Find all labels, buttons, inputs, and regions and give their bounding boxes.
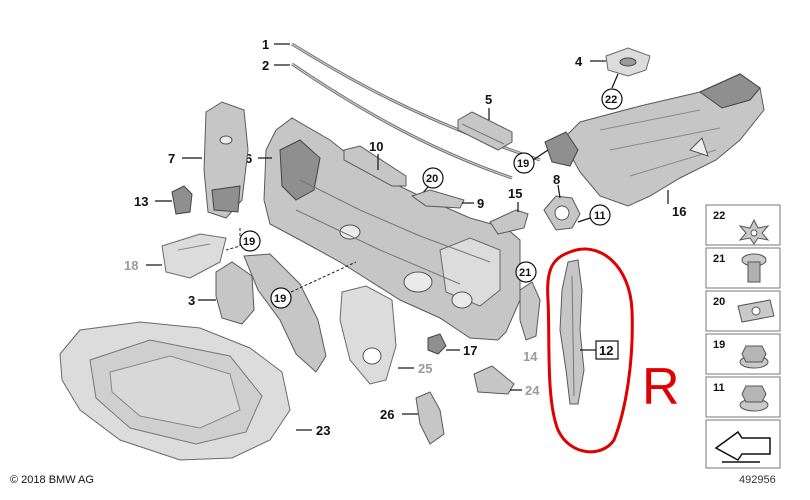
- legend-box-21: [705, 247, 781, 289]
- callout-17: 17: [463, 343, 477, 358]
- callout-2: 2: [262, 58, 269, 73]
- callout-25: 25: [418, 361, 432, 376]
- clip-nut-icon: [737, 299, 775, 323]
- callout-4: 4: [575, 54, 583, 69]
- ref-circle-19-mid: [270, 287, 292, 309]
- callout-5: 5: [485, 92, 492, 107]
- spring-nut-icon: [738, 218, 770, 245]
- part-17-block: [427, 333, 447, 355]
- part-9-bracket: [410, 189, 465, 209]
- leader-r19-top: [532, 149, 549, 161]
- ref-21: 21: [519, 267, 531, 279]
- ref-circle-19-top: [513, 152, 535, 174]
- callout-14: 14: [523, 349, 538, 364]
- part-23-underbody-shield: [59, 321, 291, 461]
- part-14-bracket: [519, 281, 541, 341]
- part-2-seal-strip: [291, 62, 513, 180]
- legend-box-22: [705, 204, 781, 246]
- ref-circle-22: [601, 88, 623, 110]
- callout-24: 24: [525, 383, 540, 398]
- callout-8: 8: [553, 172, 560, 187]
- part-25-panel: [339, 285, 397, 385]
- copyright-text: © 2018 BMW AG: [10, 474, 94, 486]
- callout-26: 26: [380, 407, 394, 422]
- red-highlight-circle: [546, 247, 634, 454]
- ref-circle-21: [515, 261, 537, 283]
- part-15-cover: [489, 209, 529, 235]
- ref-19-top: 19: [517, 158, 529, 170]
- direction-arrow-icon: [714, 430, 771, 463]
- callout-16: 16: [672, 204, 686, 219]
- ref-11: 11: [594, 210, 606, 222]
- callout-15: 15: [508, 186, 522, 201]
- leader-r19-left: [225, 228, 241, 251]
- part-12-trim: [559, 259, 585, 405]
- part-6-bulkhead: [263, 117, 521, 341]
- part-4-mount: [605, 47, 651, 77]
- part-24-plate: [473, 365, 515, 395]
- part-8-ring-bracket: [543, 195, 581, 231]
- leader-8: [557, 184, 561, 199]
- callout-1: 1: [262, 37, 269, 52]
- part-3-bracket: [215, 253, 327, 373]
- part-16-insulation: [544, 73, 765, 207]
- part-10-strip: [343, 145, 407, 187]
- ref-19-left: 19: [243, 236, 255, 248]
- ref-circle-11: [589, 204, 611, 226]
- callout-18: 18: [124, 258, 138, 273]
- hex-nut-washer-icon: [739, 345, 769, 369]
- callout-6: 6: [245, 151, 252, 166]
- callout-9: 9: [477, 196, 484, 211]
- callout-23: 23: [316, 423, 330, 438]
- collar-nut-icon: [739, 385, 769, 412]
- part-26-bracket: [415, 391, 445, 445]
- leader-r11: [577, 217, 591, 223]
- expanding-rivet-icon: [741, 253, 767, 283]
- leader-r22: [611, 73, 619, 89]
- callout-3: 3: [188, 293, 195, 308]
- legend-num-21: 21: [713, 253, 725, 265]
- ref-20: 20: [426, 173, 438, 185]
- legend-num-22: 22: [713, 210, 725, 222]
- legend-num-11: 11: [713, 382, 725, 394]
- legend-num-20: 20: [713, 296, 725, 308]
- callout-12-box: [595, 340, 619, 360]
- part-18-bracket: [161, 233, 227, 279]
- part-7-side-panel: [203, 101, 249, 219]
- ref-22: 22: [605, 94, 617, 106]
- part-13-clip: [171, 185, 193, 215]
- part-5-block: [457, 111, 513, 151]
- callout-7: 7: [168, 151, 175, 166]
- callout-12: 12: [599, 343, 613, 358]
- diagram-reference-number: 492956: [739, 474, 776, 486]
- legend-panel: 22 21 20 19 11: [705, 204, 781, 469]
- legend-num-19: 19: [713, 339, 725, 351]
- callout-10: 10: [369, 139, 383, 154]
- ref-circle-20: [422, 167, 444, 189]
- annotation-letter: R: [642, 358, 680, 416]
- callout-13: 13: [134, 194, 148, 209]
- ref-19-mid: 19: [274, 293, 286, 305]
- leader-r19-mid: [290, 261, 357, 293]
